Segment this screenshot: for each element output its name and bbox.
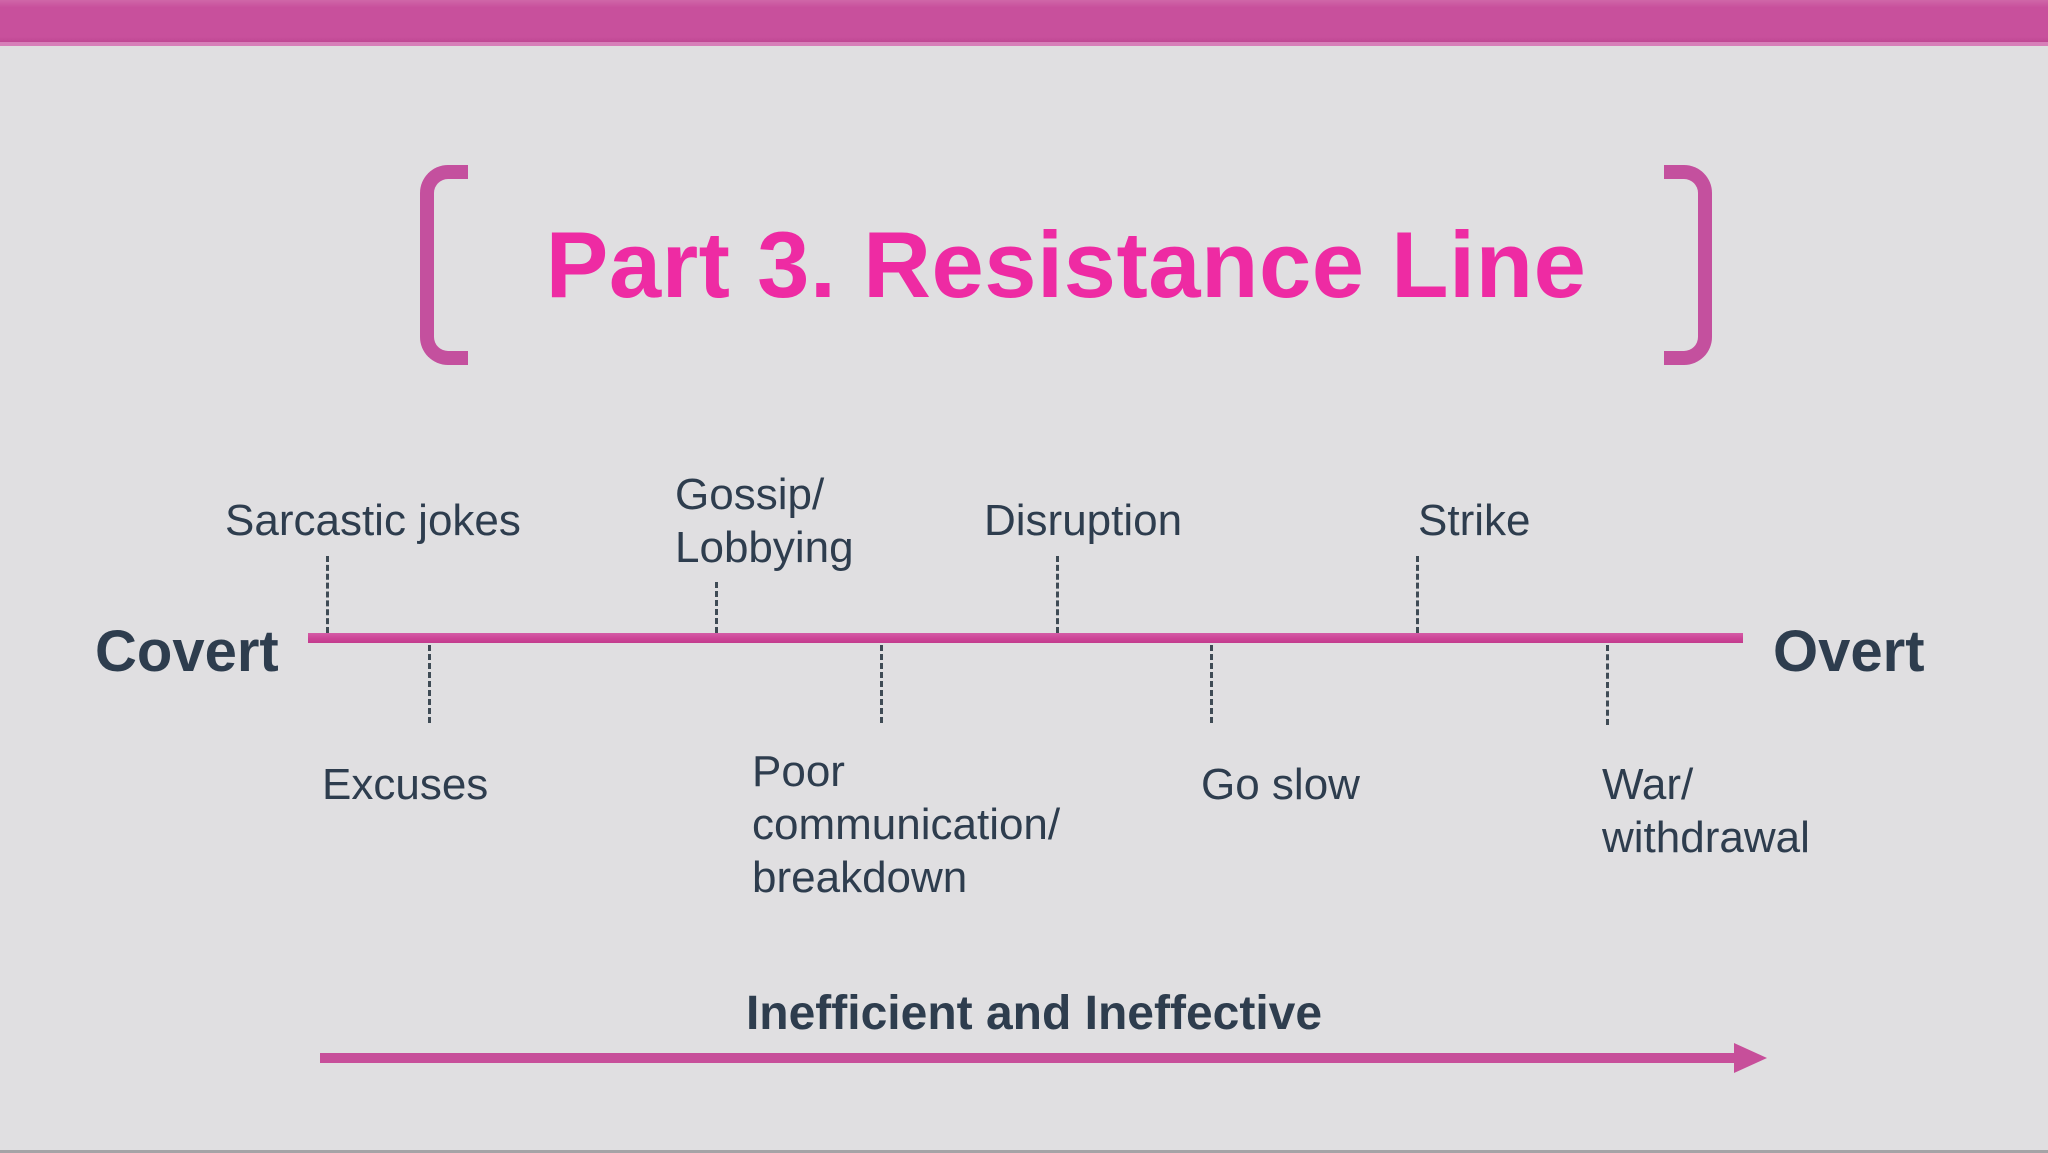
gossip-lobbying-label: Gossip/ Lobbying [675, 470, 854, 572]
sarcastic-jokes-label: Sarcastic jokes [225, 496, 521, 545]
strike-label: Strike [1418, 496, 1531, 545]
resistance-line [308, 633, 1743, 643]
gossip-lobbying-tick [715, 582, 718, 633]
footer-caption: Inefficient and Ineffective [745, 987, 1323, 1040]
poor-communication-label: Poor communication/ breakdown [752, 747, 1061, 902]
go-slow-tick [1210, 645, 1213, 723]
go-slow-label: Go slow [1201, 760, 1360, 809]
disruption-tick [1056, 556, 1059, 633]
war-withdrawal-label: War/ withdrawal [1602, 760, 1810, 862]
title-block: Part 3. Resistance Line [420, 162, 1712, 367]
left-bracket-icon [420, 164, 468, 365]
direction-arrow-line [320, 1053, 1736, 1063]
sarcastic-jokes-tick [326, 556, 329, 633]
arrow-head-icon [1734, 1043, 1767, 1073]
excuses-tick [428, 645, 431, 723]
overt-label: Overt [1773, 619, 1925, 684]
top-accent-bar [0, 0, 2048, 46]
disruption-label: Disruption [984, 496, 1183, 545]
war-withdrawal-tick [1606, 645, 1609, 725]
excuses-label: Excuses [322, 760, 489, 809]
strike-tick [1416, 556, 1419, 633]
right-bracket-icon [1663, 164, 1712, 365]
slide-bottom-edge [0, 1150, 2048, 1153]
page-title: Part 3. Resistance Line [545, 211, 1587, 317]
poor-communication-tick [880, 645, 883, 723]
covert-label: Covert [95, 619, 279, 684]
